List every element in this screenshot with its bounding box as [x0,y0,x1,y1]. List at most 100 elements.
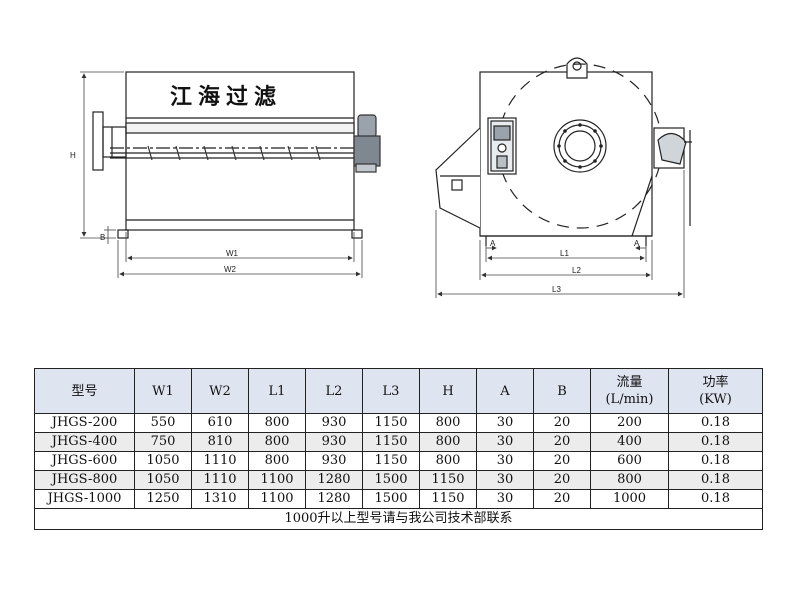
header-A: A [476,368,534,414]
table-cell: 0.18 [668,470,763,490]
table-row: JHGS-400 750 810 800 930 1150 800 30 20 … [34,432,763,452]
table-cell: 20 [533,489,591,509]
header-power: 功率 (KW) [668,368,763,414]
header-flow-unit: (L/min) [605,392,654,407]
table-cell: 20 [533,470,591,490]
front-view [92,71,381,239]
side-view [435,57,692,246]
header-L1: L1 [248,368,306,414]
table-cell: 0.18 [668,489,763,509]
table-row: JHGS-200 550 610 800 930 1150 800 30 20 … [34,413,763,433]
table-cell: 400 [590,432,669,452]
gearbox [487,117,517,175]
table-cell: 1150 [362,413,420,433]
table-cell: 1500 [362,489,420,509]
technical-drawing: 江海过滤 H B W1 W2 [70,57,692,298]
table-cell: 810 [191,432,249,452]
side-motor [653,127,692,226]
table-cell: 20 [533,451,591,471]
table-cell: 1250 [134,489,192,509]
header-flow: 流量 (L/min) [590,368,669,414]
table-cell: 30 [476,432,534,452]
header-B: B [533,368,591,414]
table-cell: 800 [419,432,477,452]
drive-motor [353,114,381,173]
table-cell: 30 [476,413,534,433]
table-cell: 1310 [191,489,249,509]
header-flow-label: 流量 [616,375,643,390]
header-H: H [419,368,477,414]
table-cell: JHGS-200 [34,413,135,433]
brand-text: 江海过滤 [170,84,282,109]
table-cell: 550 [134,413,192,433]
dim-label-H: H [70,151,76,160]
table-cell: 1110 [191,470,249,490]
table-cell: 800 [419,413,477,433]
front-view-dimensions [80,71,363,278]
table-cell: JHGS-1000 [34,489,135,509]
table-cell: 1150 [362,432,420,452]
dim-label-L1: L1 [560,249,569,258]
table-row: JHGS-1000 1250 1310 1100 1280 1500 1150 … [34,489,763,509]
spec-table: 型号 W1 W2 L1 L2 L3 H A B 流量 (L/min) 功率 (K… [34,368,763,530]
table-cell: JHGS-800 [34,470,135,490]
table-cell: JHGS-400 [34,432,135,452]
table-cell: 750 [134,432,192,452]
table-cell: 30 [476,451,534,471]
table-cell: 20 [533,432,591,452]
lifting-lug [566,57,588,79]
dim-label-A-left: A [490,239,496,248]
inlet-flange [92,111,104,171]
table-cell: 800 [419,451,477,471]
dim-label-L2: L2 [572,266,581,275]
header-W2: W2 [191,368,249,414]
header-L3: L3 [362,368,420,414]
table-cell: 1500 [362,470,420,490]
table-cell: 610 [191,413,249,433]
header-power-unit: (KW) [699,392,732,407]
table-note: 1000升以上型号请与我公司技术部联系 [34,508,763,530]
table-cell: 930 [305,432,363,452]
table-cell: 20 [533,413,591,433]
table-row: JHGS-800 1050 1110 1100 1280 1500 1150 3… [34,470,763,490]
table-cell: 1100 [248,470,306,490]
table-cell: 0.18 [668,451,763,471]
table-cell: 1150 [362,451,420,471]
dim-label-L3: L3 [552,285,561,294]
header-W1: W1 [134,368,192,414]
table-cell: 0.18 [668,432,763,452]
table-cell: 1150 [419,470,477,490]
table-cell: 800 [248,432,306,452]
table-cell: 1150 [419,489,477,509]
dim-label-B: B [100,233,105,242]
drum-hub [553,119,607,173]
table-cell: 930 [305,451,363,471]
table-footer-row: 1000升以上型号请与我公司技术部联系 [34,508,763,530]
table-cell: 1100 [248,489,306,509]
table-cell: 1280 [305,489,363,509]
header-L2: L2 [305,368,363,414]
dim-label-W2: W2 [224,265,237,274]
dim-label-A-right: A [634,239,640,248]
dim-label-W1: W1 [226,249,239,258]
table-cell: 1280 [305,470,363,490]
table-cell: 600 [590,451,669,471]
table-cell: 30 [476,489,534,509]
header-model: 型号 [34,368,135,414]
table-row: JHGS-600 1050 1110 800 930 1150 800 30 2… [34,451,763,471]
table-cell: 0.18 [668,413,763,433]
side-view-dimensions [435,170,685,298]
table-cell: 1050 [134,470,192,490]
table-cell: 800 [590,470,669,490]
table-cell: 30 [476,470,534,490]
table-cell: JHGS-600 [34,451,135,471]
header-power-label: 功率 [702,375,729,390]
table-cell: 1110 [191,451,249,471]
table-header-row: 型号 W1 W2 L1 L2 L3 H A B 流量 (L/min) 功率 (K… [34,368,763,414]
table-cell: 800 [248,413,306,433]
table-cell: 1000 [590,489,669,509]
table-cell: 200 [590,413,669,433]
table-cell: 800 [248,451,306,471]
table-cell: 1050 [134,451,192,471]
table-cell: 930 [305,413,363,433]
